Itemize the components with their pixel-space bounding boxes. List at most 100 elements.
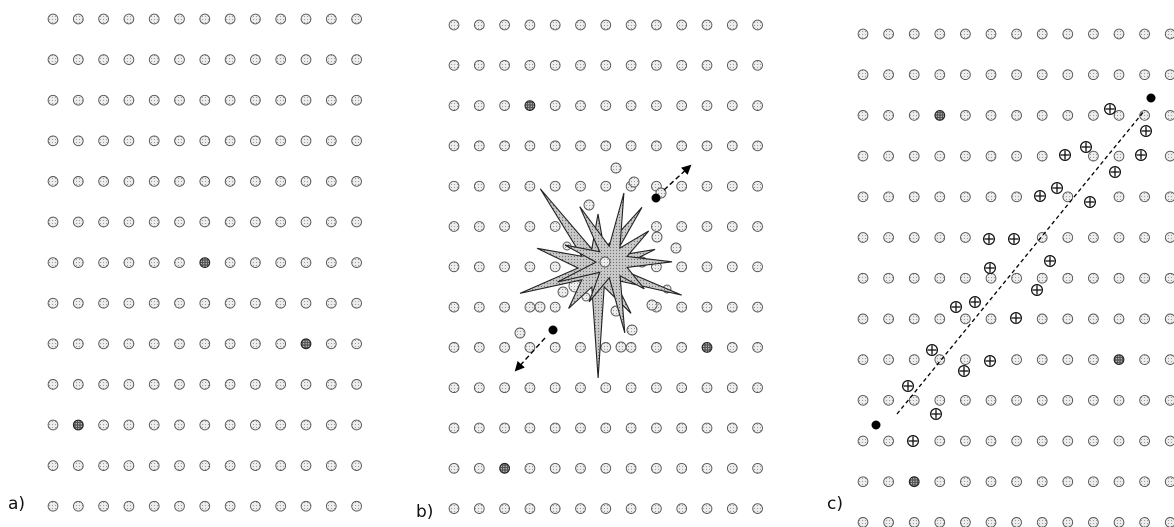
lattice-atom — [1037, 314, 1047, 324]
lattice-atom — [225, 55, 235, 65]
lattice-atom — [500, 302, 510, 312]
lattice-atom — [677, 101, 687, 111]
lattice-atom — [326, 298, 336, 308]
lattice-atom — [99, 380, 109, 390]
lattice-atom — [652, 101, 662, 111]
lattice-atom — [200, 380, 210, 390]
lattice-atom — [1063, 29, 1073, 39]
lattice-atom — [525, 20, 535, 30]
lattice-atom — [1012, 477, 1022, 487]
lattice-atom — [251, 95, 261, 105]
lattice-atom — [326, 14, 336, 24]
displaced-atom — [1110, 167, 1121, 178]
lattice-atom — [1089, 355, 1099, 365]
lattice-atom — [474, 463, 484, 473]
displaced-atom — [1045, 256, 1056, 267]
lattice-atom — [1089, 233, 1099, 243]
displaced-atom — [959, 366, 970, 377]
displaced-atom — [1032, 285, 1043, 296]
lattice-atom — [576, 423, 586, 433]
lattice-atom — [550, 101, 560, 111]
lattice-atom — [727, 20, 737, 30]
lattice-atom — [352, 461, 362, 471]
lattice-atom — [677, 20, 687, 30]
lattice-atom — [1012, 111, 1022, 121]
lattice-atom — [99, 339, 109, 349]
lattice-atom — [1089, 518, 1099, 527]
panel-b — [449, 20, 762, 513]
lattice-atom — [702, 20, 712, 30]
lattice-atom — [500, 423, 510, 433]
lattice-atom — [449, 181, 459, 191]
panel-c-label: c) — [827, 494, 843, 514]
lattice-atom — [753, 383, 763, 393]
lattice-atom — [677, 423, 687, 433]
lattice-atom — [935, 477, 945, 487]
lattice-atom — [326, 420, 336, 430]
lattice-atom — [1089, 436, 1099, 446]
lattice-atom — [200, 55, 210, 65]
lattice-atom — [1063, 314, 1073, 324]
lattice-atom — [702, 302, 712, 312]
displaced-atom — [985, 263, 996, 274]
lattice-atom — [352, 217, 362, 227]
lattice-atom — [352, 339, 362, 349]
lattice-atom — [677, 60, 687, 70]
lattice-atom — [474, 302, 484, 312]
lattice-atom — [550, 20, 560, 30]
lattice-atom — [124, 258, 134, 268]
lattice-atom — [677, 463, 687, 473]
lattice-atom — [601, 504, 611, 514]
lattice-atom — [727, 60, 737, 70]
lattice-atom — [884, 477, 894, 487]
lattice-atom — [474, 262, 484, 272]
panel-a-label: a) — [8, 494, 25, 514]
lattice-atom — [276, 380, 286, 390]
lattice-atom — [124, 298, 134, 308]
lattice-atom — [1012, 395, 1022, 405]
lattice-atom — [652, 60, 662, 70]
lattice-atom — [935, 192, 945, 202]
lattice-atom — [99, 14, 109, 24]
defect-atom — [73, 420, 83, 430]
lattice-atom — [1063, 273, 1073, 283]
lattice-atom — [276, 55, 286, 65]
lattice-atom — [124, 461, 134, 471]
lattice-atom — [326, 55, 336, 65]
lattice-atom — [474, 20, 484, 30]
lattice-atom — [727, 343, 737, 353]
lattice-atom — [601, 383, 611, 393]
lattice-atom — [986, 314, 996, 324]
displaced-atom — [931, 409, 942, 420]
lattice-atom — [858, 70, 868, 80]
lattice-atom — [986, 70, 996, 80]
lattice-atom — [175, 136, 185, 146]
lattice-atom — [48, 298, 58, 308]
lattice-atom — [550, 504, 560, 514]
lattice-atom — [986, 436, 996, 446]
lattice-atom — [753, 101, 763, 111]
lattice-atom — [500, 343, 510, 353]
lattice-atom — [702, 222, 712, 232]
lattice-atom — [48, 55, 58, 65]
lattice-atom — [200, 461, 210, 471]
lattice-atom — [677, 302, 687, 312]
lattice-atom — [702, 262, 712, 272]
lattice-atom — [99, 95, 109, 105]
lattice-atom — [73, 14, 83, 24]
lattice-atom — [1165, 395, 1174, 405]
lattice-atom — [1037, 29, 1047, 39]
lattice-atom — [225, 177, 235, 187]
lattice-atom — [449, 141, 459, 151]
lattice-atom — [909, 355, 919, 365]
lattice-atom — [276, 420, 286, 430]
lattice-atom — [601, 60, 611, 70]
lattice-atom — [149, 258, 159, 268]
lattice-atom — [753, 504, 763, 514]
lattice-atom — [550, 302, 560, 312]
lattice-atom — [753, 463, 763, 473]
lattice-atom — [200, 501, 210, 511]
lattice-atom — [884, 233, 894, 243]
lattice-atom — [961, 29, 971, 39]
lattice-atom — [753, 181, 763, 191]
